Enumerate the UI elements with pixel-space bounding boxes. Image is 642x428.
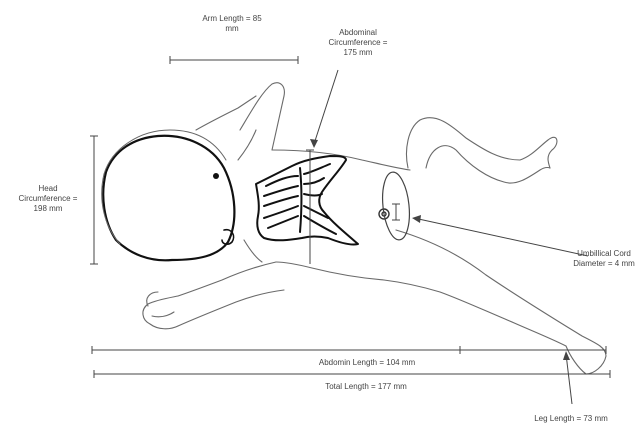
body-sketch	[143, 83, 606, 374]
abdominal-text-2: Circumference =	[318, 38, 398, 48]
head-outline	[102, 130, 235, 260]
measurement-lines	[90, 56, 610, 404]
umbilical-text-1: Umbillical Cord	[566, 249, 642, 259]
abdomin-length-text: Abdomin Length = 104 mm	[306, 358, 428, 368]
abdominal-text-1: Abdominal	[318, 28, 398, 38]
ribcage-outline	[256, 156, 358, 245]
arm-length-label: Arm Length = 85 mm	[196, 14, 268, 34]
head-text-2: Circumference =	[8, 194, 88, 204]
umbilical-text-2: Diameter = 4 mm	[566, 259, 642, 269]
abdominal-circumference-label: Abdominal Circumference = 175 mm	[318, 28, 398, 58]
abdominal-pointer	[314, 70, 338, 144]
total-length-label: Total Length = 177 mm	[314, 382, 418, 392]
leg-length-pointer	[566, 354, 572, 404]
head-circumference-label: Head Circumference = 198 mm	[8, 184, 88, 214]
arrowheads	[310, 139, 570, 360]
abdomin-length-label: Abdomin Length = 104 mm	[306, 358, 428, 368]
head-text-3: 198 mm	[8, 204, 88, 214]
head-text-1: Head	[8, 184, 88, 194]
abdominal-text-3: 175 mm	[318, 48, 398, 58]
arm-length-text-2: mm	[196, 24, 268, 34]
umbilical-cord-label: Umbillical Cord Diameter = 4 mm	[566, 249, 642, 269]
leg-length-label: Leg Length = 73 mm	[518, 414, 624, 424]
total-length-text: Total Length = 177 mm	[314, 382, 418, 392]
leg-length-text: Leg Length = 73 mm	[518, 414, 624, 424]
arm-length-text-1: Arm Length = 85	[196, 14, 268, 24]
umbilical-pointer	[414, 218, 588, 256]
